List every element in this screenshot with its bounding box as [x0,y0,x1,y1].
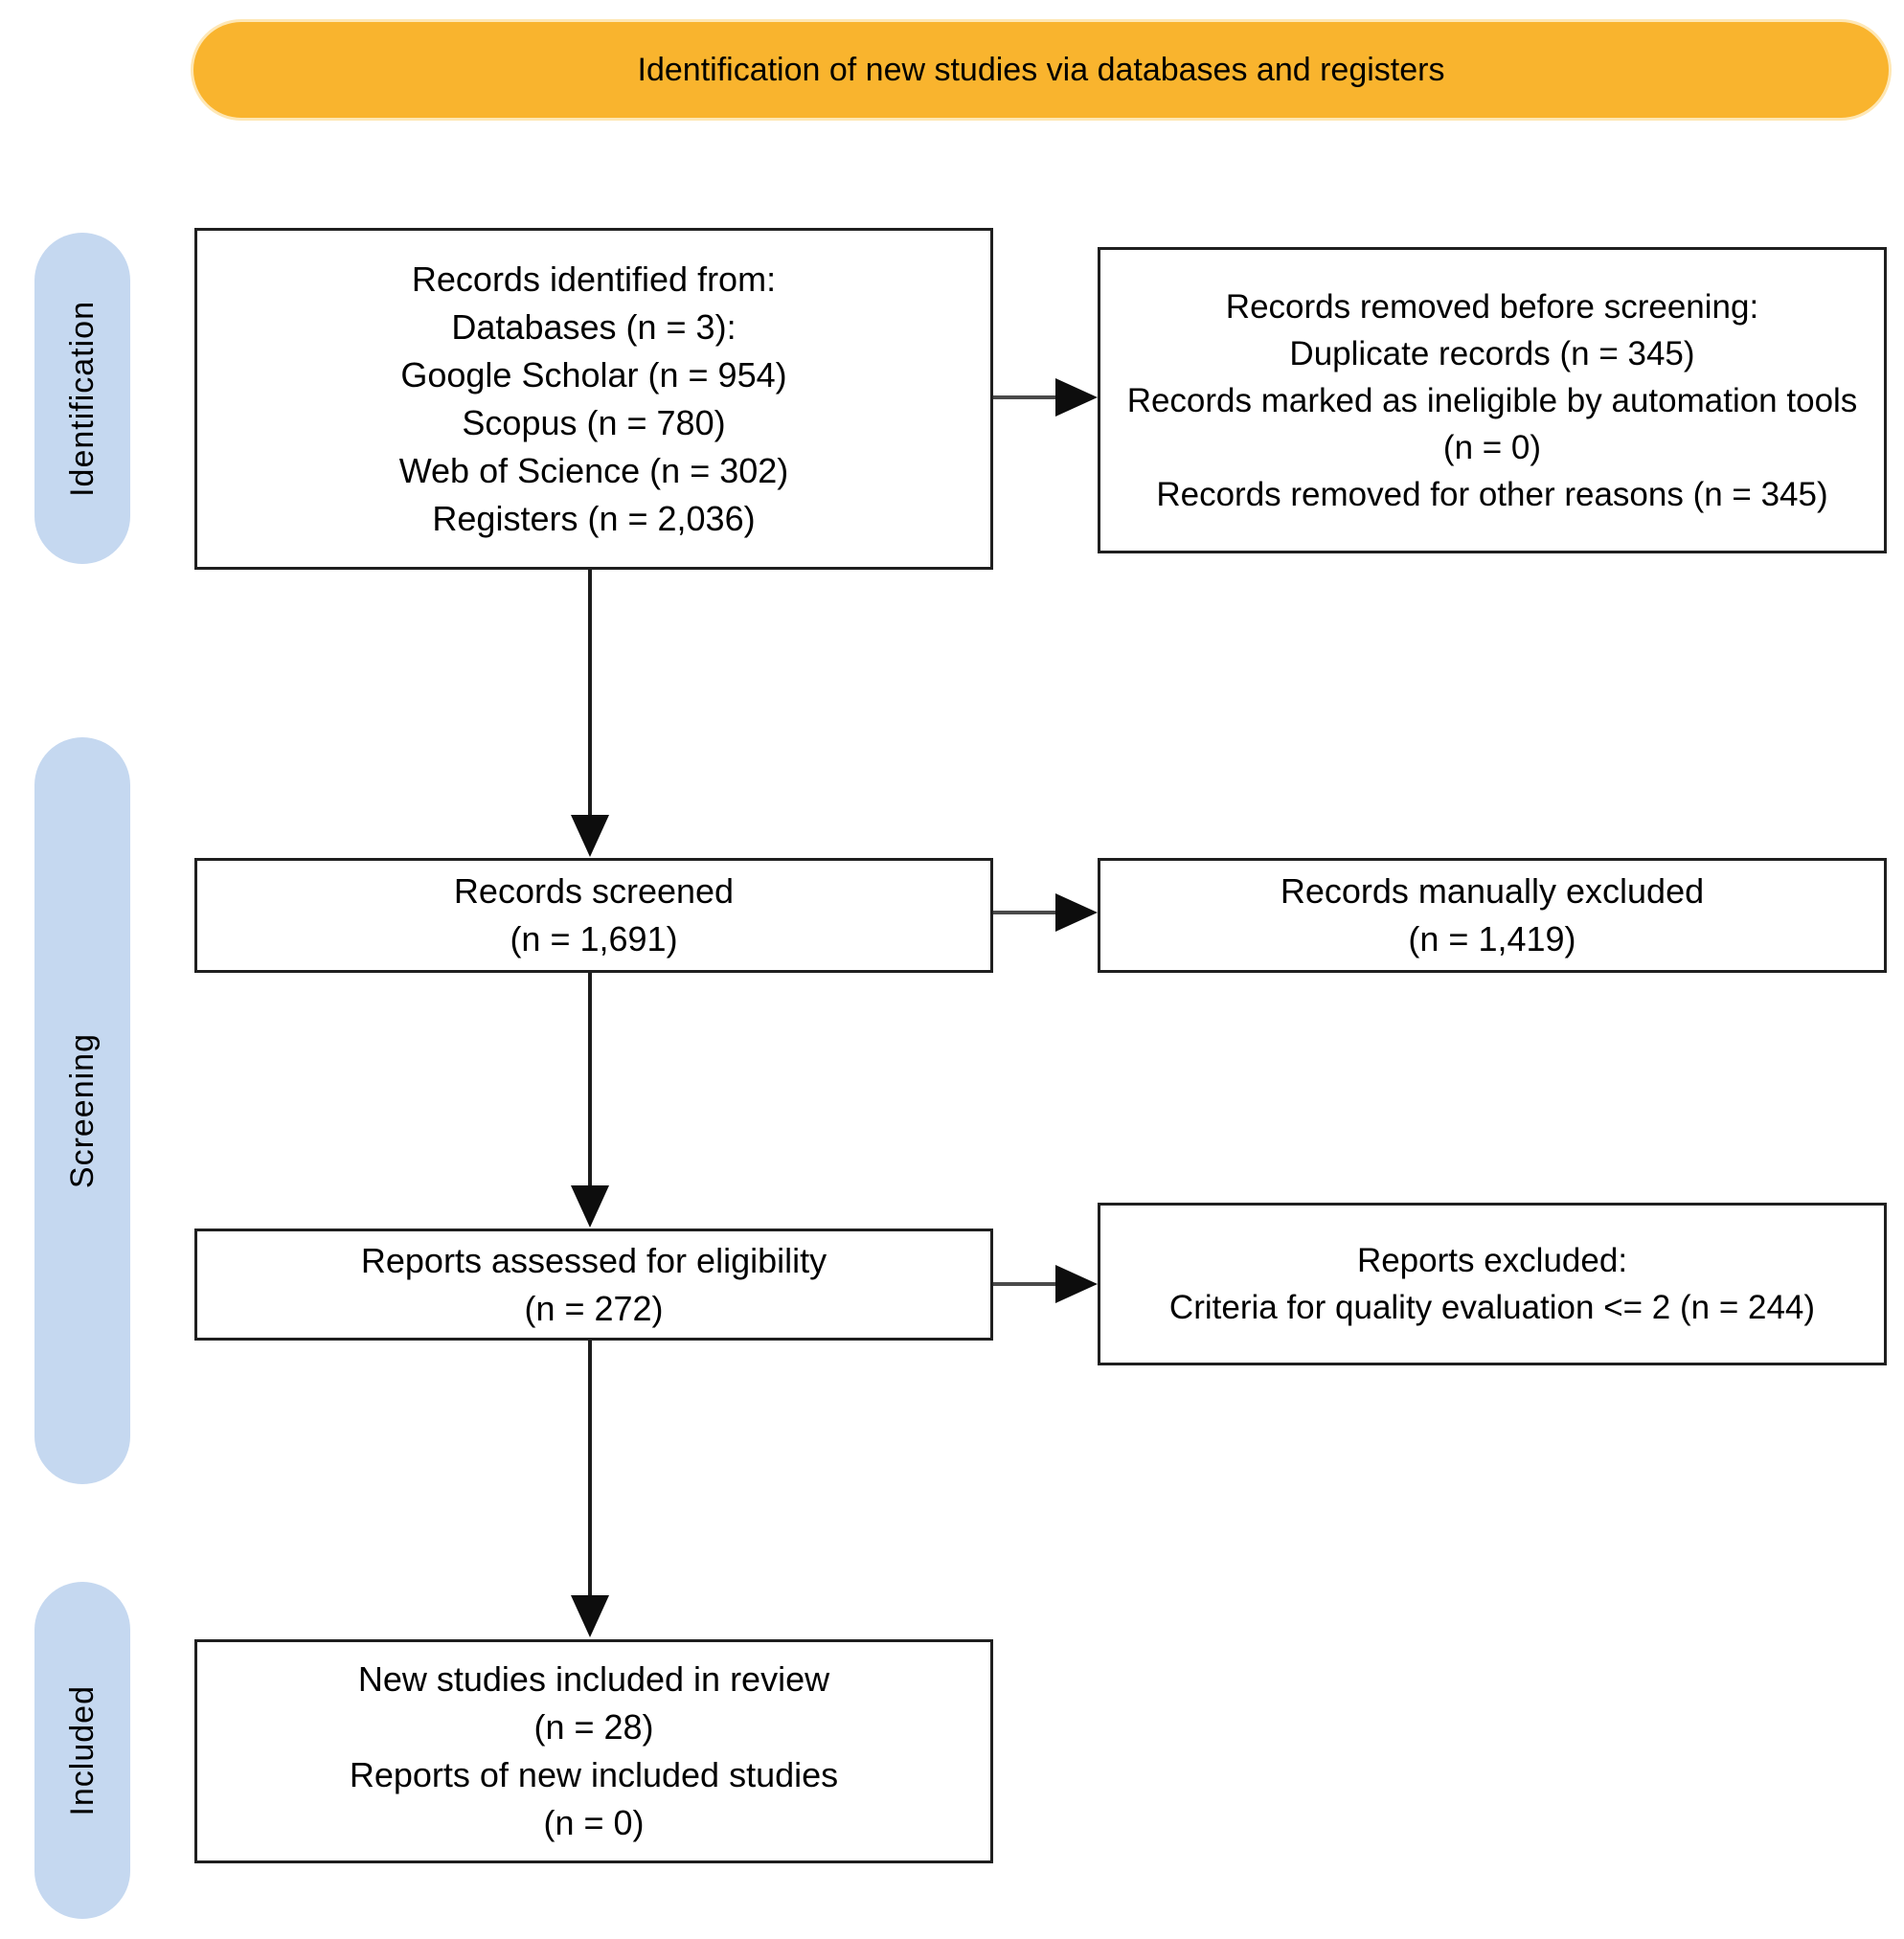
arrow-head-down-icon [571,815,609,857]
stage-label-identification: Identification [63,300,101,497]
arrow-head-right-icon [1055,1265,1098,1303]
arrow-head-down-icon [571,1185,609,1228]
box-new-studies-included-text: New studies included in review (n = 28) … [349,1659,839,1842]
box-reports-excluded: Reports excluded: Criteria for quality e… [1098,1203,1887,1365]
box-records-screened: Records screened (n = 1,691) [194,858,993,973]
box-records-manually-excluded-text: Records manually excluded (n = 1,419) [1280,871,1705,958]
box-reports-assessed-text: Reports assessed for eligibility (n = 27… [360,1240,827,1328]
box-records-screened-text: Records screened (n = 1,691) [453,871,735,958]
arrow-head-down-icon [571,1595,609,1637]
box-reports-excluded-text: Reports excluded: Criteria for quality e… [1168,1242,1816,1326]
arrow-line [588,1341,592,1597]
banner: Identification of new studies via databa… [193,22,1889,118]
banner-label: Identification of new studies via databa… [637,51,1445,88]
box-reports-assessed-for-eligibility: Reports assessed for eligibility (n = 27… [194,1229,993,1341]
arrow-line [993,395,1058,399]
arrow-head-right-icon [1055,893,1098,932]
box-records-identified-text: Records identified from: Databases (n = … [398,259,789,538]
stage-pill-screening: Screening [34,737,130,1484]
box-records-removed-before-screening: Records removed before screening: Duplic… [1098,247,1887,553]
box-records-identified: Records identified from: Databases (n = … [194,228,993,570]
arrow-head-right-icon [1055,378,1098,417]
stage-label-included: Included [63,1684,101,1816]
arrow-line [588,973,592,1187]
box-records-removed-text: Records removed before screening: Duplic… [1126,287,1858,513]
box-records-manually-excluded: Records manually excluded (n = 1,419) [1098,858,1887,973]
stage-label-screening: Screening [63,1032,101,1189]
box-new-studies-included: New studies included in review (n = 28) … [194,1639,993,1863]
stage-pill-identification: Identification [34,233,130,564]
stage-pill-included: Included [34,1582,130,1919]
arrow-line [993,1282,1058,1286]
arrow-line [993,911,1058,914]
arrow-line [588,570,592,817]
